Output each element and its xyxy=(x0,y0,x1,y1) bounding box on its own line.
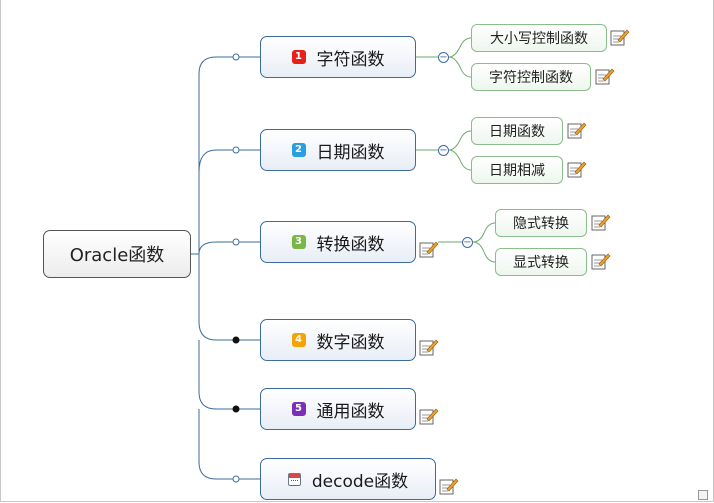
junction-dot-2 xyxy=(232,146,240,154)
branch-node-4[interactable]: 4 数字函数 xyxy=(260,319,416,361)
connector-b2-leaf-1 xyxy=(448,130,472,151)
collapse-toggle-3[interactable]: − xyxy=(462,237,473,248)
root-node[interactable]: Oracle函数 xyxy=(43,230,191,278)
leaf-label: 显式转换 xyxy=(513,255,569,271)
connector-root-branch-3 xyxy=(191,241,260,255)
note-icon[interactable] xyxy=(567,160,587,178)
leaf-node-1-1[interactable]: 大小写控制函数 xyxy=(471,24,607,52)
number-4-icon: 4 xyxy=(291,333,306,347)
connector-b3-leaf-1 xyxy=(472,222,496,243)
leaf-node-2-2[interactable]: 日期相减 xyxy=(471,156,563,184)
branch-label: 字符函数 xyxy=(316,49,385,70)
junction-dot-5 xyxy=(232,405,240,413)
number-3-icon: 3 xyxy=(291,235,306,249)
note-icon[interactable] xyxy=(419,338,439,356)
connector-root-branch-6 xyxy=(198,409,260,480)
number-1-icon: 1 xyxy=(291,50,306,64)
branch-label: 转换函数 xyxy=(316,234,385,255)
leaf-label: 隐式转换 xyxy=(513,216,569,232)
leaf-label: 日期函数 xyxy=(489,124,545,140)
connector-b3-leaf-2 xyxy=(472,241,496,263)
leaf-node-3-2[interactable]: 显式转换 xyxy=(495,248,587,276)
connector-root-branch-5 xyxy=(198,340,260,410)
branch-label: decode函数 xyxy=(311,471,409,492)
junction-dot-4 xyxy=(232,336,240,344)
calendar-icon xyxy=(287,472,301,486)
collapse-symbol: − xyxy=(463,236,472,248)
note-icon[interactable] xyxy=(419,407,439,425)
branch-label: 通用函数 xyxy=(316,401,385,422)
note-icon[interactable] xyxy=(419,240,439,258)
connector-b1-leaf-2 xyxy=(448,56,472,78)
note-icon[interactable] xyxy=(567,121,587,139)
branch-node-3[interactable]: 3 转换函数 xyxy=(260,221,416,263)
root-label: Oracle函数 xyxy=(69,245,165,266)
leaf-label: 字符控制函数 xyxy=(489,70,573,86)
connector-root-branch-2 xyxy=(198,149,260,173)
branch-label: 数字函数 xyxy=(316,332,385,353)
note-icon[interactable] xyxy=(595,67,615,85)
connector-root-branch-1 xyxy=(191,56,260,255)
note-icon[interactable] xyxy=(591,213,611,231)
collapse-symbol: − xyxy=(439,51,448,63)
leaf-label: 大小写控制函数 xyxy=(490,31,588,47)
number-5-icon: 5 xyxy=(291,402,306,416)
note-icon[interactable] xyxy=(610,28,630,46)
note-icon[interactable] xyxy=(591,252,611,270)
leaf-node-1-2[interactable]: 字符控制函数 xyxy=(471,63,591,91)
connector-b2-leaf-2 xyxy=(448,149,472,171)
leaf-label: 日期相减 xyxy=(489,163,545,179)
leaf-node-3-1[interactable]: 隐式转换 xyxy=(495,209,587,237)
branch-node-5[interactable]: 5 通用函数 xyxy=(260,388,416,430)
junction-dot-6 xyxy=(232,475,240,483)
leaf-node-2-1[interactable]: 日期函数 xyxy=(471,117,563,145)
branch-node-2[interactable]: 2 日期函数 xyxy=(260,129,416,171)
collapse-toggle-2[interactable]: − xyxy=(438,145,449,156)
collapse-toggle-1[interactable]: − xyxy=(438,52,449,63)
branch-node-1[interactable]: 1 字符函数 xyxy=(260,36,416,78)
branch-node-6[interactable]: decode函数 xyxy=(260,458,436,500)
junction-dot-3 xyxy=(232,238,240,246)
note-icon[interactable] xyxy=(439,477,459,495)
collapse-symbol: − xyxy=(439,144,448,156)
connector-b1-leaf-1b xyxy=(448,37,472,58)
junction-dot-1 xyxy=(232,53,240,61)
branch-label: 日期函数 xyxy=(316,142,385,163)
resize-corner-icon[interactable] xyxy=(698,490,708,500)
number-2-icon: 2 xyxy=(291,143,306,157)
connector-root-branch-4 xyxy=(198,254,260,341)
